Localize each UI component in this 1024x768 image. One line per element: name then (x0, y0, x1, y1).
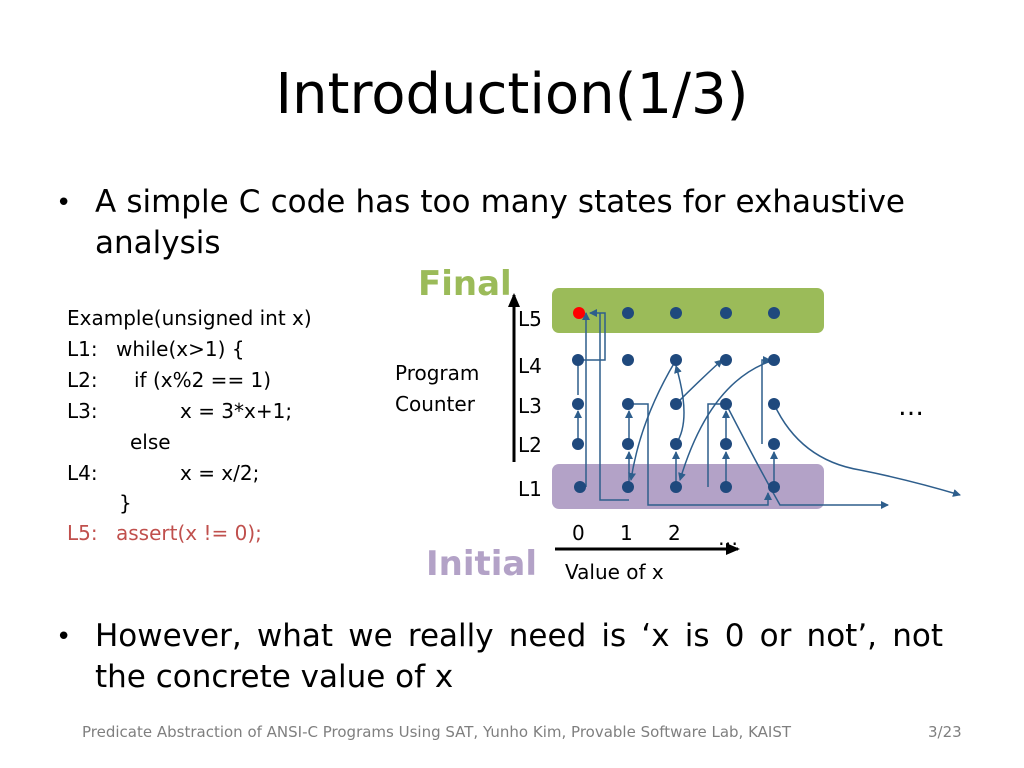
x-tick: … (718, 526, 738, 550)
state-node (720, 354, 732, 366)
transition-arrow (634, 403, 772, 506)
state-node (622, 398, 634, 410)
state-node (622, 354, 634, 366)
code-line-label: L3: (67, 399, 98, 423)
code-line-label: L2: (67, 368, 98, 392)
row-label-l1: L1 (518, 477, 542, 501)
state-node (670, 438, 682, 450)
transition-arrow (725, 403, 889, 509)
row-label-l2: L2 (518, 433, 542, 457)
x-tick: 0 (572, 521, 585, 545)
x-tick: 2 (668, 521, 681, 545)
initial-band (552, 464, 824, 509)
row-label-l3: L3 (518, 394, 542, 418)
code-line-label: L1: (67, 337, 98, 361)
state-node (768, 354, 780, 366)
ellipsis-more-states: … (898, 392, 924, 422)
transition-arrow (773, 403, 961, 497)
state-node (670, 398, 682, 410)
initial-label: Initial (426, 544, 538, 584)
code-line-label: L4: (67, 461, 98, 485)
code-line-text: x = 3*x+1; (180, 399, 293, 423)
state-nodes (572, 307, 780, 493)
page-number: 3/23 (928, 723, 962, 741)
code-line-text: else (130, 430, 171, 454)
code-line-text: assert(x != 0); (116, 521, 262, 545)
state-node (768, 438, 780, 450)
code-line-text: while(x>1) { (116, 337, 245, 361)
state-node (622, 438, 634, 450)
state-node (720, 438, 732, 450)
transition-arrow (599, 313, 629, 501)
code-line-label: L5: (67, 521, 98, 545)
transition-arrow (675, 359, 723, 405)
bullet-marker-1: • (56, 188, 72, 218)
state-node (572, 354, 584, 366)
x-tick: 1 (620, 521, 633, 545)
state-node (768, 481, 780, 493)
code-line-text: x = x/2; (180, 461, 260, 485)
state-node (670, 307, 682, 319)
state-node (720, 481, 732, 493)
bullet-text-1: A simple C code has too many states for … (95, 184, 905, 261)
state-node (622, 307, 634, 319)
x-axis-label: Value of x (565, 560, 664, 584)
bullet-marker-2: • (56, 622, 72, 652)
y-axis-label: Counter (395, 392, 475, 416)
transition-arrow (577, 309, 606, 395)
state-node (768, 307, 780, 319)
transition-arrow (707, 403, 720, 487)
final-label: Final (418, 264, 512, 304)
state-node (574, 481, 586, 493)
state-node (572, 398, 584, 410)
state-node (670, 481, 682, 493)
state-node (768, 398, 780, 410)
state-node (572, 438, 584, 450)
state-node (622, 481, 634, 493)
y-axis-label: Program (395, 361, 480, 385)
code-line-text: if (x%2 == 1) (134, 368, 272, 392)
transition-arrow (761, 356, 771, 444)
state-node (720, 398, 732, 410)
row-label-l5: L5 (518, 307, 542, 331)
row-label-l4: L4 (518, 354, 542, 378)
footer-text: Predicate Abstraction of ANSI-C Programs… (82, 723, 792, 741)
state-node (670, 354, 682, 366)
transition-arrow (628, 359, 677, 481)
code-line-text: } (119, 491, 132, 515)
code-header: Example(unsigned int x) (67, 306, 312, 330)
bullet-text-2: However, what we really need is ‘x is 0 … (95, 618, 943, 695)
error-state-node (573, 307, 585, 319)
state-node (720, 307, 732, 319)
final-band (552, 288, 824, 333)
transition-arrow (678, 359, 775, 481)
slide-title: Introduction(1/3) (275, 62, 749, 127)
